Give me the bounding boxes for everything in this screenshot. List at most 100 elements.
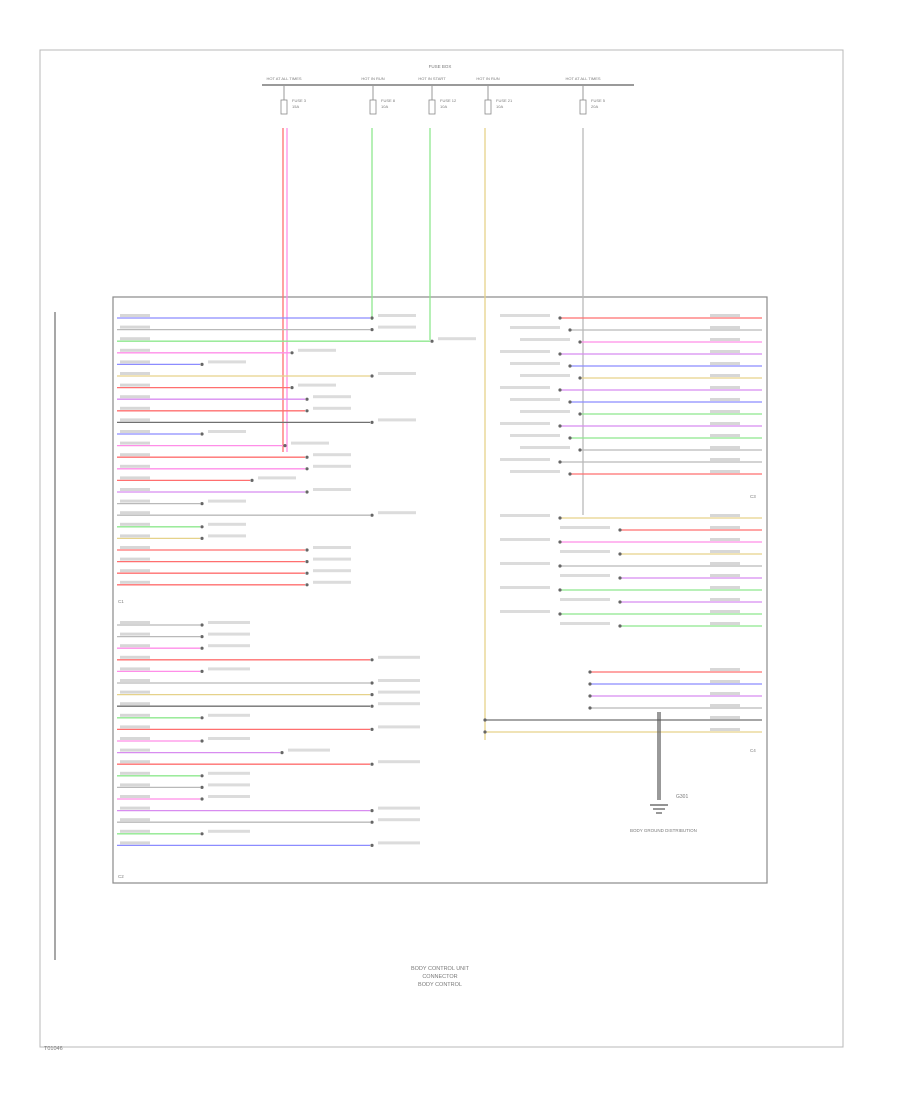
left-wire-terminal xyxy=(290,386,294,390)
left-wire-terminal xyxy=(200,362,204,366)
left-wire-terminal xyxy=(370,374,374,378)
left-connector-wires xyxy=(117,314,476,848)
right-wire-code xyxy=(710,574,740,577)
left-wire-terminal xyxy=(305,490,309,494)
fuse-symbol xyxy=(280,99,288,115)
right-wire-destination xyxy=(500,610,550,613)
right-wire-terminal xyxy=(558,564,562,568)
right-wire-destination xyxy=(510,362,560,365)
left-wire-destination xyxy=(208,430,246,433)
left-wire-code xyxy=(120,713,150,717)
left-wire-terminal xyxy=(430,339,434,343)
left-wire-terminal xyxy=(200,635,204,639)
left-wire-code xyxy=(120,534,150,538)
ground-symbol: G301 BODY GROUND DISTRIBUTION xyxy=(630,712,697,833)
fuse-name: FUSE 5 xyxy=(591,98,606,103)
diagram-title-line-2: CONNECTOR xyxy=(422,974,457,980)
left-wire-destination xyxy=(208,713,250,717)
left-wire-code xyxy=(120,737,150,740)
left-wire-terminal xyxy=(200,797,204,801)
right-wire-destination xyxy=(560,598,610,601)
left-wire-code xyxy=(120,795,150,798)
left-wire-destination xyxy=(208,737,250,740)
left-wire-terminal xyxy=(370,316,374,320)
left-wire-terminal xyxy=(200,623,204,627)
left-wire-destination xyxy=(378,841,420,845)
right-wire-destination xyxy=(510,470,560,473)
fuse-power-source: HOT IN START xyxy=(418,76,446,81)
right-wire-terminal xyxy=(558,612,562,616)
right-wire-terminal xyxy=(588,706,592,710)
right-wire-code xyxy=(710,692,740,695)
diagram-frame xyxy=(39,49,844,1048)
left-wire-terminal xyxy=(200,525,204,529)
right-wire-destination xyxy=(560,550,610,553)
right-wire-terminal xyxy=(558,588,562,592)
left-wire-code xyxy=(120,522,150,526)
right-wire-destination xyxy=(520,410,570,413)
right-wire-terminal xyxy=(618,552,622,556)
left-wire-code xyxy=(120,621,150,624)
right-wire-destination xyxy=(520,374,570,377)
right-wire-code xyxy=(710,562,740,565)
left-wire-terminal xyxy=(305,571,309,575)
left-wire-terminal xyxy=(305,548,309,552)
left-wire-code xyxy=(120,464,150,468)
fuse-name: FUSE 3 xyxy=(292,98,307,103)
right-wire-terminal xyxy=(483,718,487,722)
right-wire-terminal xyxy=(568,364,572,368)
left-wire-destination xyxy=(378,325,416,329)
left-wire-terminal xyxy=(305,560,309,564)
left-wire-code xyxy=(120,360,150,364)
left-wire-code xyxy=(120,476,150,480)
right-wire-terminal xyxy=(618,576,622,580)
left-wire-terminal xyxy=(200,669,204,674)
fuse-power-source: HOT IN RUN xyxy=(476,76,499,81)
left-wire-code xyxy=(120,806,150,810)
right-wire-destination xyxy=(500,350,550,353)
right-wire-destination xyxy=(500,562,550,565)
connector-mark: C3 xyxy=(750,494,756,499)
right-wire-code xyxy=(710,514,740,517)
left-wire-terminal xyxy=(290,351,294,355)
right-wire-code xyxy=(710,338,740,341)
left-wire-code xyxy=(120,569,150,573)
right-wire-code xyxy=(710,386,740,389)
fuse-amperage: 15A xyxy=(292,104,299,109)
left-wire-terminal xyxy=(200,502,204,506)
right-wire-terminal xyxy=(618,528,622,532)
connector-mark: C4 xyxy=(750,748,756,753)
left-wire-terminal xyxy=(200,536,204,541)
left-wire-code xyxy=(120,395,150,399)
right-wire-destination xyxy=(520,446,570,449)
right-wire-code xyxy=(710,704,740,707)
right-wire-code xyxy=(710,526,740,529)
right-wire-terminal xyxy=(483,730,487,734)
left-wire-code xyxy=(120,644,150,648)
fuse-name: FUSE 8 xyxy=(381,98,396,103)
left-wire-terminal xyxy=(305,397,309,401)
left-wire-destination xyxy=(378,690,420,694)
figure-id: T01046 xyxy=(44,1046,63,1052)
left-wire-destination xyxy=(291,441,329,445)
left-wire-code xyxy=(120,841,150,845)
left-wire-destination xyxy=(438,337,476,341)
right-wire-code xyxy=(710,458,740,461)
left-wire-terminal xyxy=(370,820,374,824)
left-wire-terminal xyxy=(283,444,287,448)
right-wire-terminal xyxy=(558,388,562,392)
connector-mark: C2 xyxy=(118,874,124,879)
right-wire-terminal xyxy=(578,340,582,344)
right-wire-terminal xyxy=(558,316,562,320)
right-wire-code xyxy=(710,538,740,541)
right-wire-code xyxy=(710,434,740,437)
right-wire-destination xyxy=(510,398,560,401)
left-wire-terminal xyxy=(370,693,374,697)
left-wire-terminal xyxy=(370,681,374,685)
left-wire-destination xyxy=(378,679,420,682)
left-wire-destination xyxy=(313,395,351,399)
right-wire-code xyxy=(710,446,740,449)
left-wire-terminal xyxy=(370,809,374,813)
left-wire-destination xyxy=(208,632,250,636)
